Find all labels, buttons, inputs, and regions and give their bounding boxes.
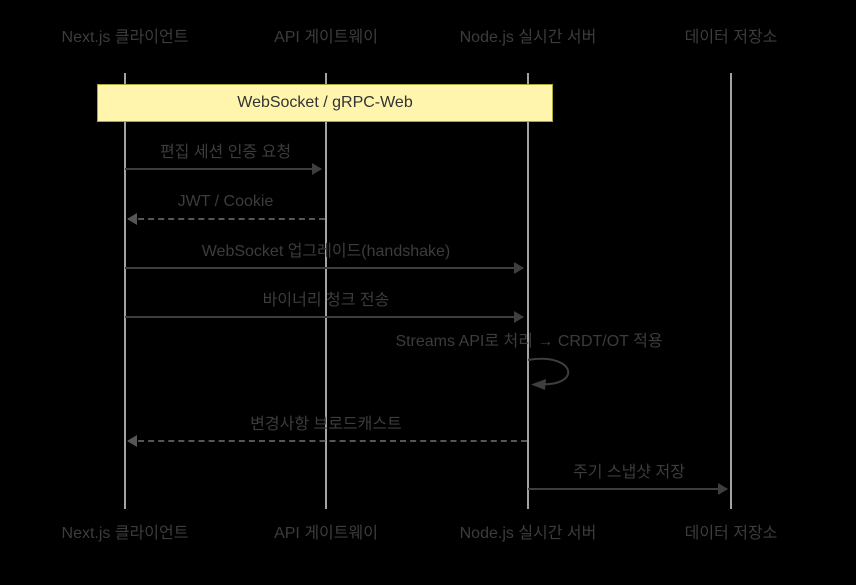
arrowhead-right-icon	[718, 483, 728, 495]
lifeline-nodejs-server	[527, 73, 529, 509]
actor-top-data-store: 데이터 저장소	[684, 29, 778, 46]
actor-bottom-nodejs-server: Node.js 실시간 서버	[459, 525, 597, 542]
message-arrow-broadcast	[127, 435, 527, 447]
lifeline-data-store	[730, 73, 732, 509]
lifeline-api-gateway	[325, 73, 327, 509]
actor-bottom-data-store: 데이터 저장소	[684, 525, 778, 542]
message-arrow-auth-request	[125, 163, 322, 175]
message-arrow-binary-chunk	[125, 311, 524, 323]
actor-top-nodejs-server: Node.js 실시간 서버	[459, 29, 597, 46]
message-label-snapshot-save: 주기 스냅샷 저장	[573, 464, 685, 481]
arrowhead-right-icon	[514, 262, 524, 274]
actor-bottom-api-gateway: API 게이트웨이	[274, 525, 378, 542]
message-arrow-jwt-cookie	[127, 213, 325, 225]
message-label-ws-upgrade: WebSocket 업그레이드(handshake)	[201, 243, 451, 260]
message-arrow-ws-upgrade	[125, 262, 524, 274]
message-label-jwt-cookie: JWT / Cookie	[177, 193, 274, 210]
message-arrow-snapshot-save	[528, 483, 728, 495]
self-loop-arrow	[527, 357, 569, 390]
arrowhead-left-icon	[127, 435, 137, 447]
message-label-broadcast: 변경사항 브로드캐스트	[250, 416, 402, 433]
actor-bottom-nextjs-client: Next.js 클라이언트	[61, 525, 189, 542]
actor-top-nextjs-client: Next.js 클라이언트	[61, 29, 189, 46]
message-label-auth-request: 편집 세션 인증 요청	[159, 144, 292, 161]
message-label-streams-crdt: Streams API로 처리 → CRDT/OT 적용	[395, 333, 663, 350]
actor-top-api-gateway: API 게이트웨이	[274, 29, 378, 46]
arrowhead-left-icon	[127, 213, 137, 225]
note-websocket-grpc: WebSocket / gRPC-Web	[97, 84, 553, 122]
arrowhead-right-icon	[514, 311, 524, 323]
arrowhead-right-icon	[312, 163, 322, 175]
lifeline-nextjs-client	[124, 73, 126, 509]
message-label-binary-chunk: 바이너리 청크 전송	[262, 292, 390, 309]
